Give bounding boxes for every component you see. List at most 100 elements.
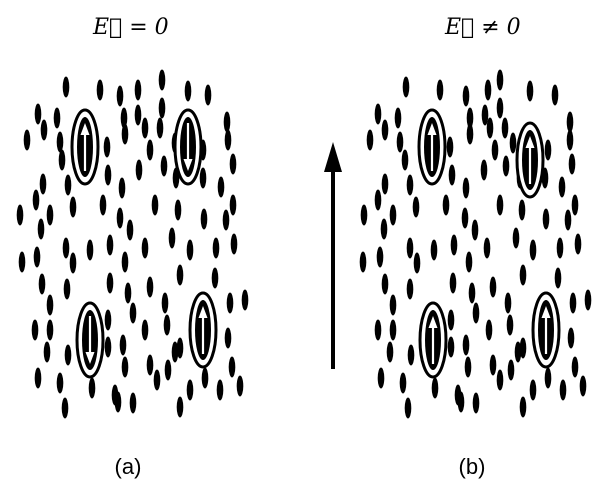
molecule-dot [163, 314, 171, 336]
dipole-arrow-head [427, 123, 437, 135]
molecule-dot [389, 319, 397, 341]
molecule-dot [566, 129, 574, 151]
molecule-dot [496, 194, 504, 216]
molecule-dot [501, 117, 509, 139]
molecule-dot [69, 196, 77, 218]
molecule-dot [161, 292, 169, 314]
molecule-dot [53, 107, 61, 129]
molecule-dot [480, 159, 488, 181]
molecule-dot [449, 272, 457, 294]
molecule-dot [374, 103, 382, 125]
molecule-dot [381, 273, 389, 295]
molecule-dot [462, 177, 470, 199]
dipole-arrow-head [80, 123, 90, 135]
molecule-dot [496, 69, 504, 91]
molecule-dot [176, 337, 184, 359]
molecule-dot [32, 189, 40, 211]
molecule-dot [556, 237, 564, 259]
molecule-dot [465, 251, 473, 273]
molecule-dot [141, 319, 149, 341]
molecule-dot [200, 208, 208, 230]
molecule-dot [554, 267, 562, 289]
molecule-dot [448, 164, 456, 186]
molecule-dot [186, 379, 194, 401]
molecule-dot [564, 209, 572, 231]
molecule-dot [88, 377, 96, 399]
dipole-up [188, 291, 218, 369]
molecule-dot [135, 159, 143, 181]
molecule-dot [201, 367, 209, 389]
molecule-dot [31, 319, 39, 341]
field-arrow-head [324, 142, 342, 172]
molecule-dot [381, 119, 389, 141]
molecule-dot [489, 276, 497, 298]
molecule-dot [431, 377, 439, 399]
molecule-dot [120, 107, 128, 129]
molecule-dot [381, 173, 389, 195]
molecule-dot [153, 369, 161, 391]
molecule-dot [509, 132, 517, 154]
molecule-dot [156, 117, 164, 139]
molecule-dot [129, 392, 137, 414]
molecule-dot [412, 196, 420, 218]
molecule-dot [46, 294, 54, 316]
molecule-dot [116, 85, 124, 107]
molecule-dot [171, 341, 179, 363]
molecule-dot [374, 189, 382, 211]
field-label-a: E⃗ = 0 [92, 15, 169, 40]
molecule-dot [447, 336, 455, 358]
molecule-dot [376, 246, 384, 268]
molecule-dot [146, 276, 154, 298]
molecule-dot [472, 392, 480, 414]
caption-b: (b) [459, 454, 486, 479]
molecule-dot [544, 139, 552, 161]
dipole-up [417, 108, 447, 186]
molecule-dot [568, 153, 576, 175]
molecule-dot [69, 252, 77, 274]
molecule-dot [584, 289, 592, 311]
molecule-dot [569, 292, 577, 314]
molecule-dot [446, 136, 454, 158]
molecule-dot [566, 111, 574, 133]
molecule-dot [229, 153, 237, 175]
molecule-dot [483, 237, 491, 259]
molecule-dot [413, 252, 421, 274]
molecule-dot [99, 194, 107, 216]
molecule-dot [141, 117, 149, 139]
molecule-dot [63, 278, 71, 300]
molecule-dot [399, 372, 407, 394]
molecule-dot [174, 199, 182, 221]
molecule-dot [402, 76, 410, 98]
molecule-dot [64, 344, 72, 366]
molecule-dot [58, 149, 66, 171]
molecules-panel-b [359, 69, 592, 419]
molecule-dot [43, 341, 51, 363]
molecule-dot [230, 233, 238, 255]
molecule-dot [404, 397, 412, 419]
molecule-dot [217, 176, 225, 198]
molecule-dot [466, 107, 474, 129]
molecule-dot [184, 80, 192, 102]
molecule-dot [37, 218, 45, 240]
molecule-dot [121, 251, 129, 273]
molecule-dot [485, 319, 493, 341]
molecule-dot [168, 227, 176, 249]
molecule-dot [62, 237, 70, 259]
molecule-dot [389, 204, 397, 226]
molecule-dot [472, 302, 480, 324]
molecule-dot [151, 194, 159, 216]
molecule-dot [216, 379, 224, 401]
molecule-dot [447, 309, 455, 331]
molecule-dot [526, 80, 534, 102]
molecule-dot [406, 174, 414, 196]
molecule-dot [519, 264, 527, 286]
molecule-dot [486, 117, 494, 139]
molecule-dot [359, 251, 367, 273]
molecule-dot [466, 123, 474, 145]
molecule-dot [430, 239, 438, 261]
molecule-dot [62, 76, 70, 98]
molecule-dot [18, 251, 26, 273]
dipole-up [531, 291, 561, 369]
molecule-dot [34, 103, 42, 125]
